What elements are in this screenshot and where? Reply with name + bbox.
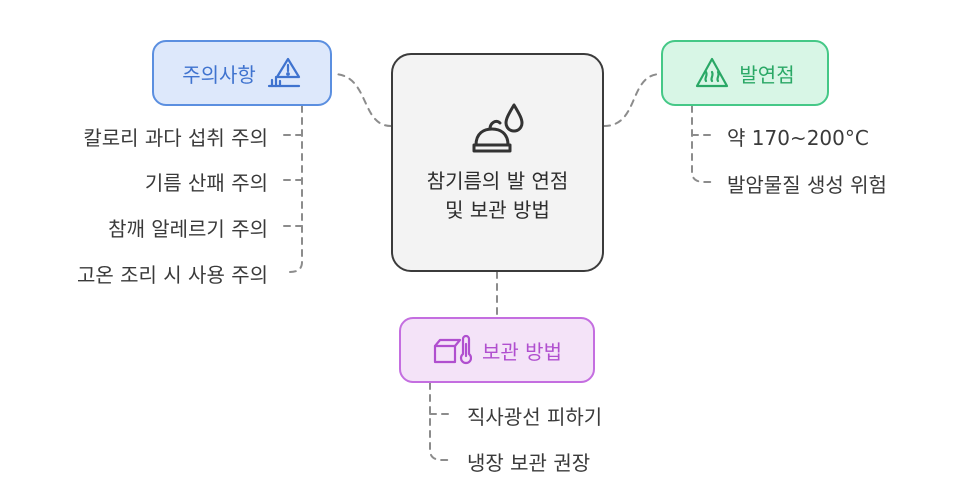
center-node[interactable]: 참기름의 발 연점 및 보관 방법 — [391, 53, 604, 272]
connector-center-caution — [332, 73, 392, 127]
caution-item-1: 칼로리 과다 섭취 주의 — [83, 126, 268, 150]
smoke-point-label: 발연점 — [739, 62, 795, 87]
warning-icon — [266, 56, 302, 90]
smoke-point-node[interactable]: 발연점 — [661, 40, 829, 106]
caution-item-2: 기름 산패 주의 — [144, 171, 268, 195]
center-title: 참기름의 발 연점 및 보관 방법 — [426, 168, 569, 222]
connector-smoke-trunk — [691, 105, 717, 183]
storage-label: 보관 방법 — [482, 339, 562, 364]
caution-node[interactable]: 주의사항 — [152, 40, 332, 106]
storage-node[interactable]: 보관 방법 — [399, 317, 595, 383]
storage-item-1: 직사광선 피하기 — [467, 405, 603, 429]
oil-drop-icon — [468, 101, 528, 157]
connector-caution-trunk — [289, 105, 303, 273]
heat-icon — [695, 57, 729, 89]
storage-item-2: 냉장 보관 권장 — [467, 451, 591, 475]
smoke-item-1: 약 170~200°C — [727, 126, 869, 150]
box-thermometer-icon — [432, 334, 473, 366]
caution-label: 주의사항 — [182, 62, 256, 87]
connector-storage-trunk — [429, 382, 453, 461]
smoke-item-2: 발암물질 생성 위험 — [727, 173, 887, 197]
caution-item-3: 참깨 알레르기 주의 — [108, 217, 268, 241]
caution-item-4: 고온 조리 시 사용 주의 — [76, 263, 268, 287]
connector-center-smoke — [603, 73, 662, 127]
